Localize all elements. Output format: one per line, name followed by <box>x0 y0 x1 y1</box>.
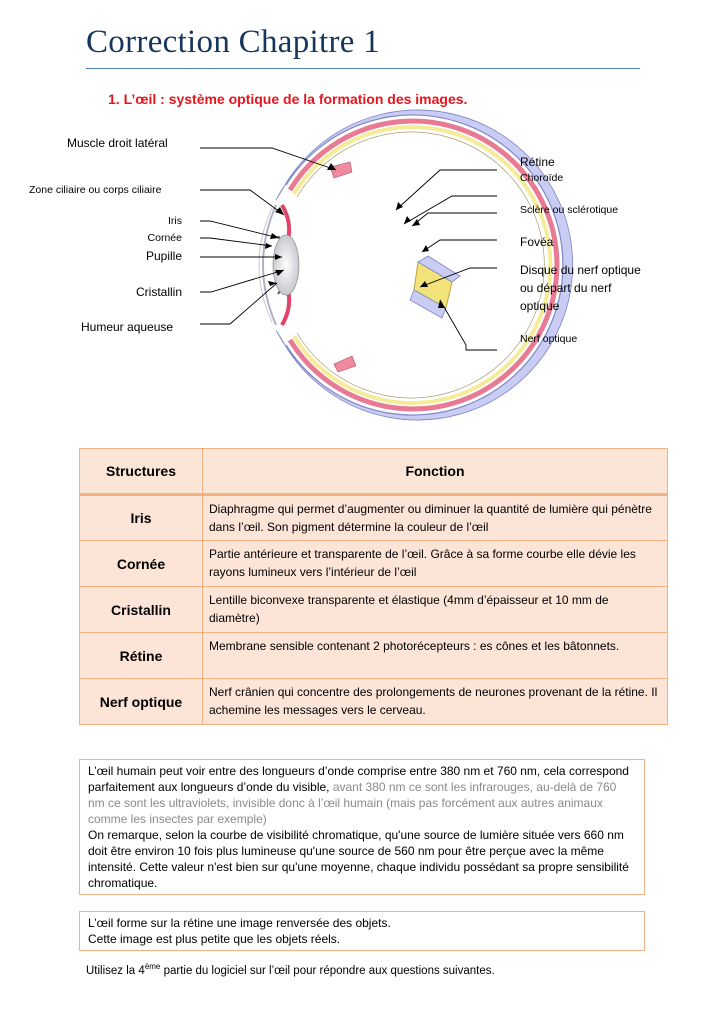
info-box-image: L’œil forme sur la rétine une image renv… <box>79 911 645 951</box>
header-fonction: Fonction <box>202 448 668 495</box>
label-disque-1: Disque du nerf optique <box>520 263 641 277</box>
fonction-cell: Nerf crânien qui concentre des prolongem… <box>202 678 668 725</box>
title-divider <box>86 68 640 69</box>
label-muscle: Muscle droit latéral <box>67 136 168 150</box>
footer-sup: ème <box>144 962 161 971</box>
label-fovea: Fovéa <box>520 235 554 249</box>
muscle-bottom <box>333 355 357 373</box>
table-row: Rétine Membrane sensible contenant 2 pho… <box>79 632 668 679</box>
footer-text-after: partie du logiciel sur l’œil pour répond… <box>160 964 495 977</box>
table-row: Cornée Partie antérieure et transparente… <box>79 540 668 587</box>
retina-layer <box>292 125 553 405</box>
label-retine: Rétine <box>520 155 555 169</box>
muscle-top <box>329 161 353 179</box>
header-structures: Structures <box>79 448 203 495</box>
fonction-cell: Lentille biconvexe transparente et élast… <box>202 586 668 633</box>
choroid-layer <box>287 118 560 412</box>
fonction-cell: Membrane sensible contenant 2 photorécep… <box>202 632 668 679</box>
structure-cell: Rétine <box>79 632 203 679</box>
lens-shape <box>272 234 300 296</box>
page-title: Correction Chapitre 1 <box>86 24 381 60</box>
eye-diagram <box>200 109 573 421</box>
label-disque-2: ou départ du nerf <box>520 281 612 295</box>
footer-text-before: Utilisez la 4 <box>86 964 145 977</box>
fonction-cell: Diaphragme qui permet d’augmenter ou dim… <box>202 494 668 541</box>
table-row: Cristallin Lentille biconvexe transparen… <box>79 586 668 633</box>
table-row: Iris Diaphragme qui permet d’augmenter o… <box>79 494 668 541</box>
label-humeur: Humeur aqueuse <box>81 320 174 334</box>
label-cornee: Cornée <box>147 232 182 244</box>
label-disque-3: optique <box>520 299 560 313</box>
section-heading: 1. L’œil : système optique de la formati… <box>108 91 468 107</box>
box1-text-grey: avant 380 nm ce sont les infrarouges, au… <box>88 780 617 826</box>
cornea-shape <box>262 204 277 326</box>
structure-cell: Nerf optique <box>79 678 203 725</box>
box2-line-1: L’œil forme sur la rétine une image renv… <box>88 916 391 930</box>
info-box-visible-spectrum: L’œil humain peut voir entre des longueu… <box>79 759 645 895</box>
table-row: Nerf optique Nerf crânien qui concentre … <box>79 678 668 725</box>
label-ciliaire: Zone ciliaire ou corps ciliaire <box>29 184 162 196</box>
box1-text-1: L’œil humain peut voir entre des longueu… <box>88 764 629 794</box>
footer-instruction: Utilisez la 4ème partie du logiciel sur … <box>86 962 495 977</box>
structure-cell: Cristallin <box>79 586 203 633</box>
label-pupille: Pupille <box>145 249 182 263</box>
label-choroide: Choroïde <box>520 172 564 184</box>
box1-text-3: On remarque, selon la courbe de visibili… <box>88 828 629 890</box>
label-nerf: Nerf optique <box>520 333 578 345</box>
label-cristallin: Cristallin <box>135 285 182 299</box>
fonction-cell: Partie antérieure et transparente de l’œ… <box>202 540 668 587</box>
box2-line-2: Cette image est plus petite que les obje… <box>88 932 341 946</box>
label-sclere: Sclère ou sclérotique <box>520 204 619 216</box>
label-iris: Iris <box>168 215 182 227</box>
structure-cell: Iris <box>79 494 203 541</box>
structure-cell: Cornée <box>79 540 203 587</box>
structures-table: Structures Fonction Iris Diaphragme qui … <box>79 448 668 725</box>
